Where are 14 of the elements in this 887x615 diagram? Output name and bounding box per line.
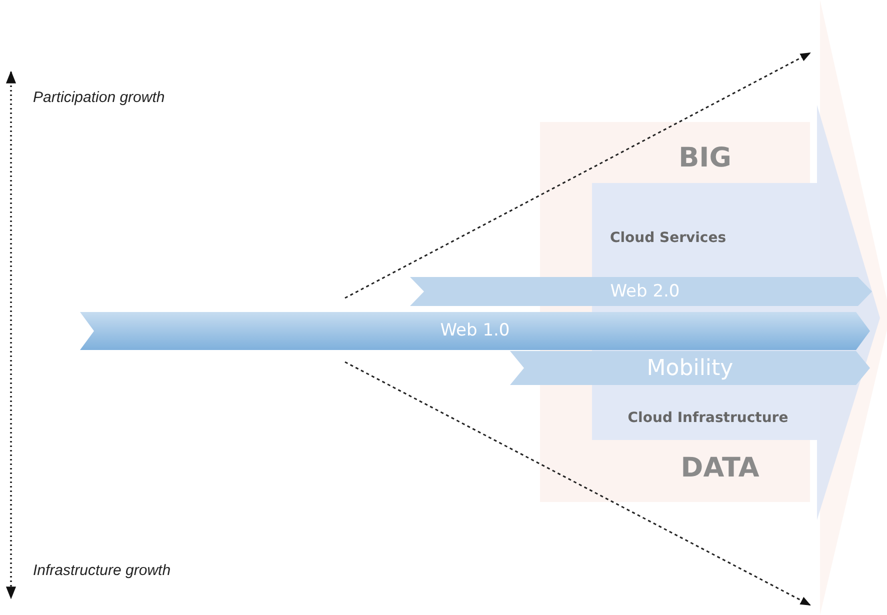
- panel-heading: DATA: [680, 454, 760, 482]
- axis-label: Infrastructure growth: [33, 562, 171, 579]
- block-label: Cloud Services: [610, 231, 726, 245]
- panel: [540, 122, 810, 183]
- panel-heading: BIG: [678, 144, 732, 172]
- chevron-band: [410, 277, 872, 306]
- band-label: Web 1.0: [440, 322, 510, 340]
- block-label: Cloud Infrastructure: [628, 411, 788, 425]
- panel: [540, 440, 810, 502]
- chevron-band: [80, 312, 870, 350]
- axis-label: Participation growth: [33, 89, 165, 106]
- chevron-band: [510, 351, 870, 385]
- band-label: Web 2.0: [610, 284, 680, 300]
- band-label: Mobility: [646, 358, 734, 380]
